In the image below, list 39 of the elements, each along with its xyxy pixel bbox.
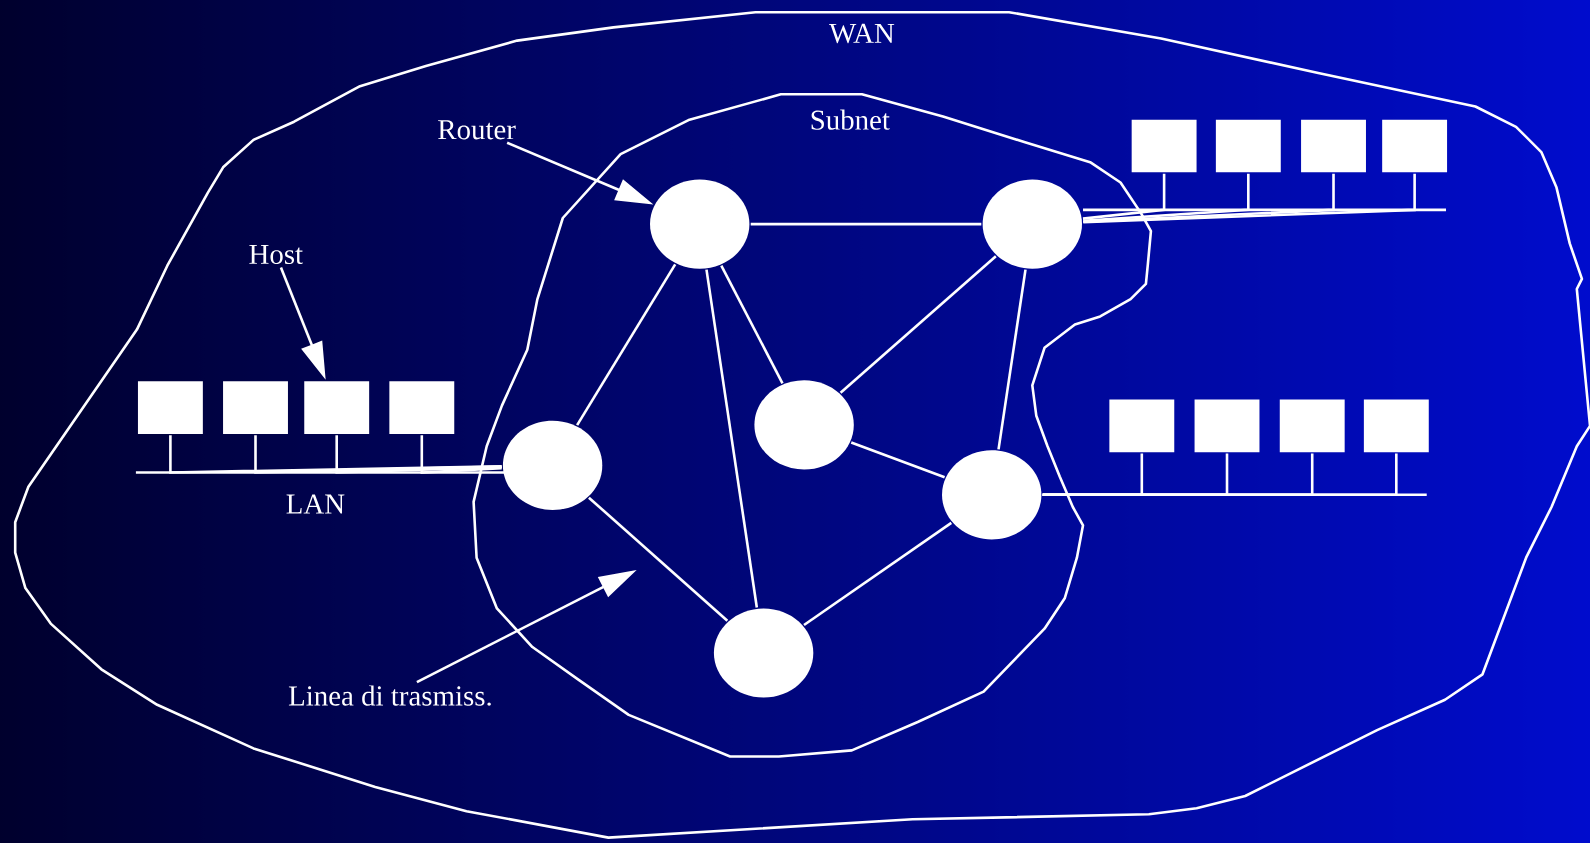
network-link [1083,173,1416,224]
network-link [850,441,946,479]
host-box [1279,399,1345,453]
network-link [1083,173,1250,223]
network-link [750,222,982,226]
host-box [1109,399,1175,453]
callout-text: Host [249,244,303,265]
network-link [1042,453,1398,497]
network-link [588,496,729,622]
callout-text: Router [438,120,516,140]
host-box [1301,119,1366,173]
router-node [650,179,750,269]
network-label: LAN [286,494,345,514]
router-node [942,450,1042,540]
host-box [389,381,455,434]
host-box [1363,399,1429,453]
host-box [1131,119,1197,173]
network-link [705,269,759,608]
network-link [576,263,677,426]
host-box [304,381,370,434]
host-box [1194,399,1260,453]
network-link [335,435,502,474]
network-link [1082,173,1166,220]
host-box [223,381,288,434]
router-node [713,608,814,698]
network-link [803,521,953,627]
network-link [1083,173,1335,223]
host-box [1215,119,1281,173]
router-node [754,380,854,470]
host-box [137,381,203,434]
network-link [997,269,1027,450]
network-link [420,435,502,474]
network-link [839,255,997,394]
network-link [254,435,502,474]
router-node [502,420,603,510]
network-link [720,265,784,384]
host-box [1382,119,1448,173]
callout-text: Linea di trasmiss. [288,685,491,706]
router-node [982,179,1082,269]
